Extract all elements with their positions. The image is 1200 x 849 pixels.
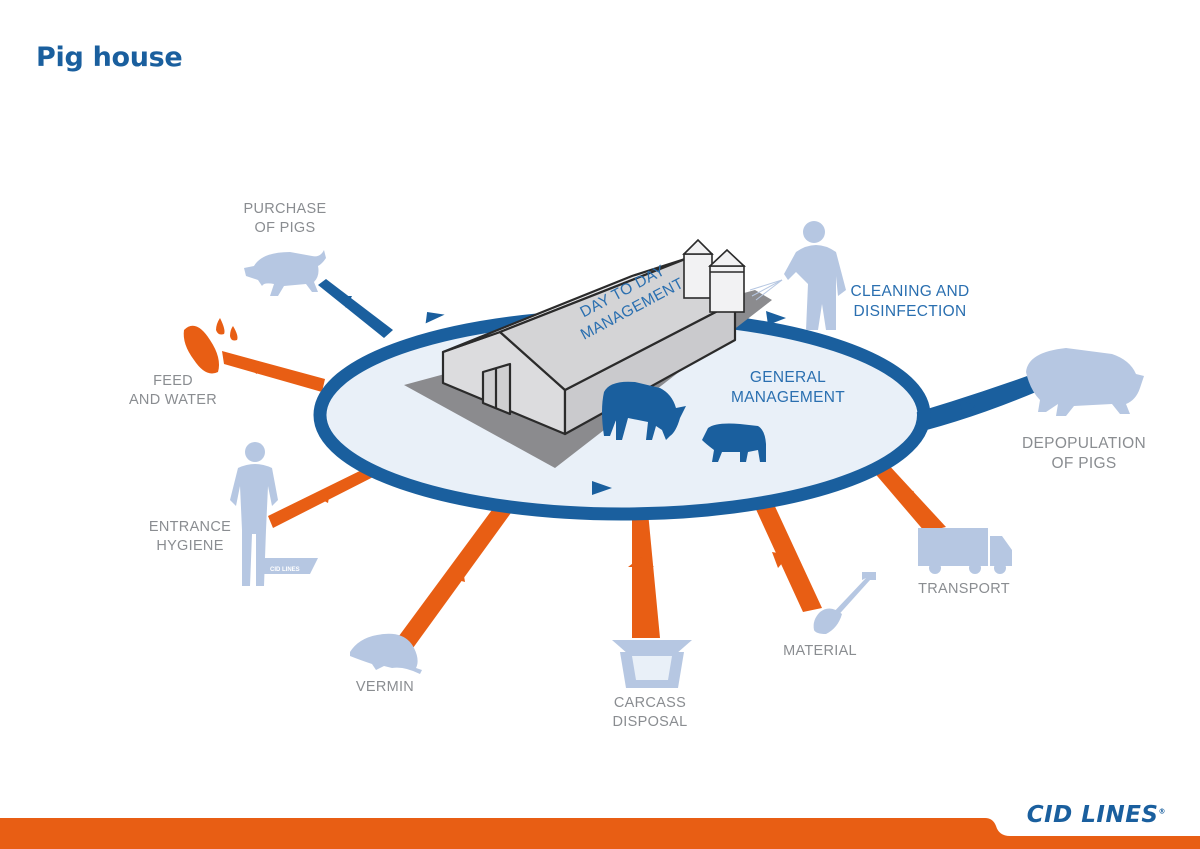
boot-bath-icon: [258, 558, 318, 574]
label-carcass: CARCASS DISPOSAL: [612, 695, 688, 730]
spoke-arrows: [252, 360, 914, 582]
label-transport: TRANSPORT: [918, 581, 1010, 597]
shovel-icon: [813, 572, 876, 634]
label-vermin: VERMIN: [355, 679, 415, 695]
spoke-carcass: [632, 512, 660, 638]
pig-icon: [244, 250, 326, 296]
water-drop-icon: [216, 318, 225, 335]
rat-icon: [350, 633, 422, 674]
truck-icon: [918, 528, 1012, 574]
page-title: Pig house: [36, 42, 183, 73]
area-label: GENERAL MANAGEMENT: [730, 369, 846, 406]
label-depopulation: DEPOPULATION OF PIGS: [1022, 435, 1146, 472]
silos: [682, 238, 747, 313]
barn: [441, 256, 737, 436]
brand-logo: CID LINES®: [1026, 802, 1166, 828]
big-pig-icon: [1026, 348, 1144, 416]
spoke-transport: [872, 462, 946, 532]
water-drop-icon: [230, 326, 238, 341]
label-cleaning: CLEANING AND DISINFECTION: [850, 283, 970, 320]
container-icon: [612, 640, 692, 688]
label-feed: FEED AND WATER: [128, 373, 218, 408]
icons: [183, 221, 1144, 688]
pigs-inside: [602, 381, 766, 462]
label-purchase: PURCHASE OF PIGS: [243, 201, 327, 236]
label-material: MATERIAL: [783, 643, 857, 659]
boot-bath-text: CID LINES: [270, 567, 300, 573]
feed-icon: [183, 325, 219, 374]
footer-band: [0, 818, 1200, 849]
spoke-feed: [222, 351, 325, 392]
cleaning-person-icon: [784, 221, 846, 330]
ring-arrows: [425, 311, 786, 495]
spoke-purchase: [318, 279, 393, 338]
person-icon: [230, 442, 278, 586]
spray-lines: [749, 279, 783, 301]
label-entrance: ENTRANCE HYGIENE: [148, 519, 232, 554]
